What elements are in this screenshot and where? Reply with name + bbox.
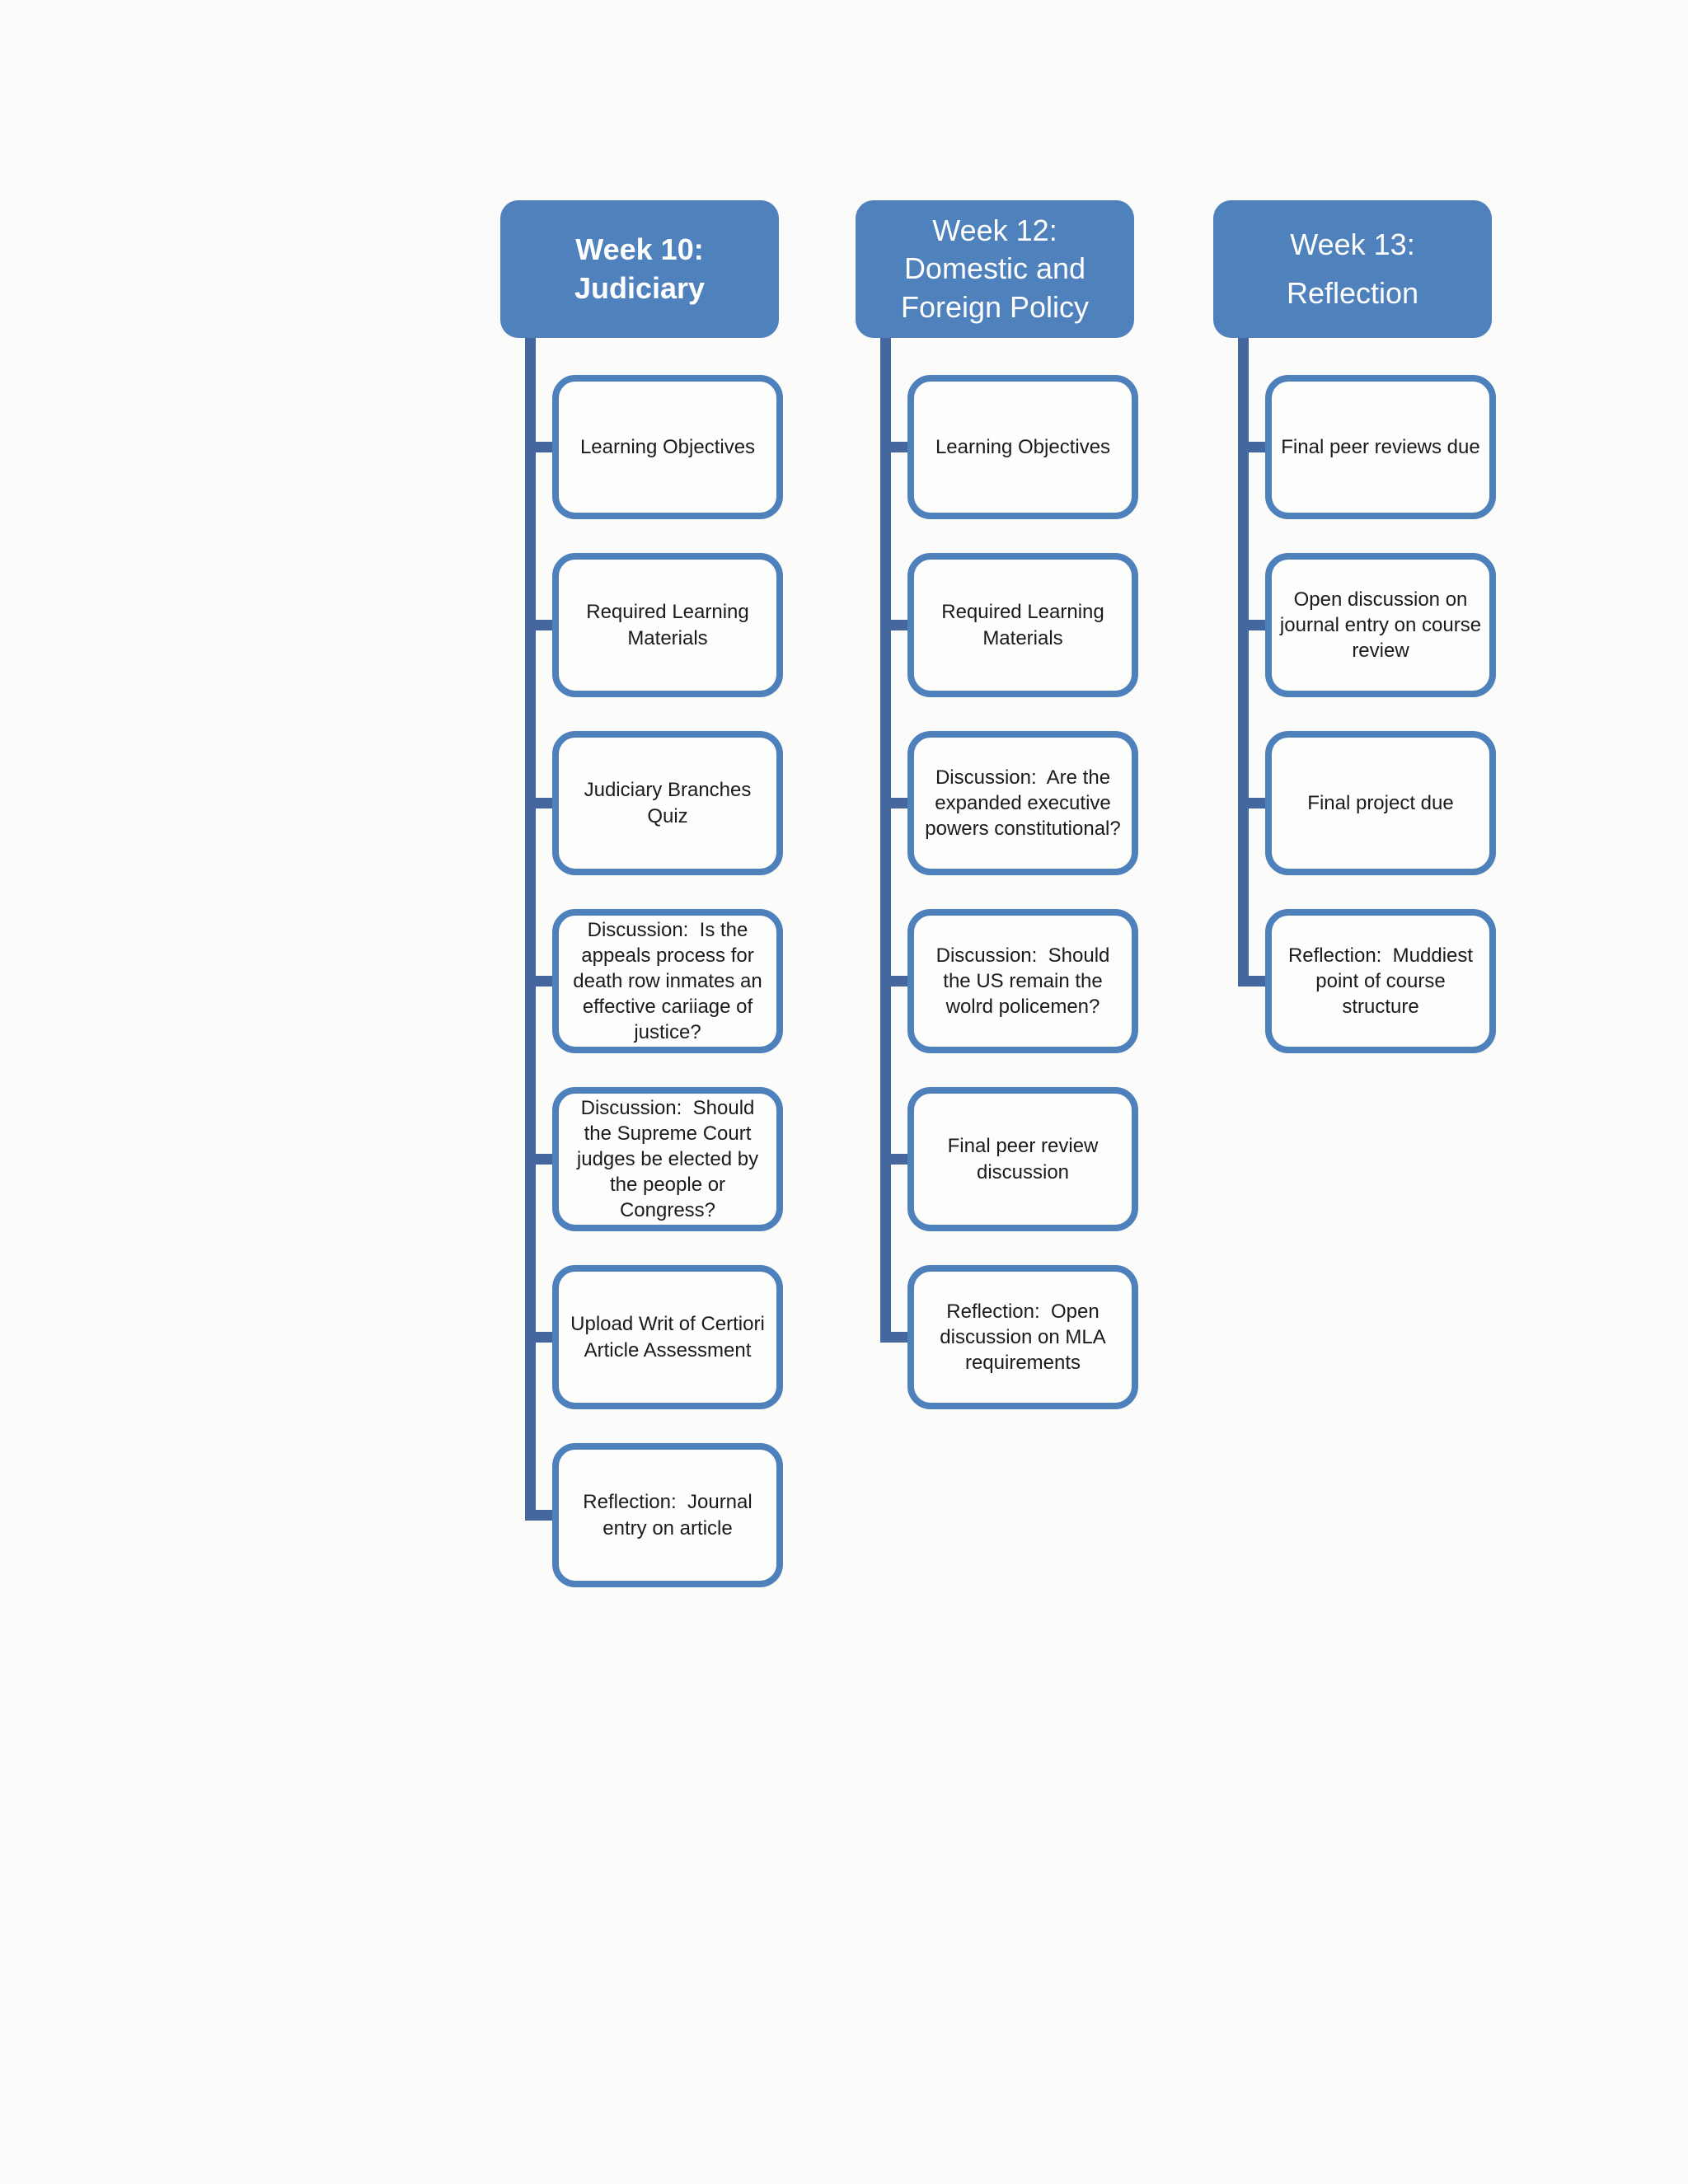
week-column-10: Week 10: Judiciary Learning Objectives R…: [500, 200, 783, 1849]
week-column-12: Week 12: Domestic and Foreign Policy Lea…: [856, 200, 1138, 1849]
item-box: Open discussion on journal entry on cour…: [1265, 553, 1496, 697]
week-column-13: Week 13: Reflection Final peer reviews d…: [1213, 200, 1496, 1849]
connector-trunk: [880, 338, 891, 1343]
item-box: Learning Objectives: [552, 375, 783, 519]
week-10-header: Week 10: Judiciary: [500, 200, 779, 338]
connector-trunk: [1238, 338, 1249, 987]
item-box: Final project due: [1265, 731, 1496, 875]
item-box: Final peer review discussion: [907, 1087, 1138, 1231]
item-box: Reflection: Open discussion on MLA requi…: [907, 1265, 1138, 1409]
item-box: Reflection: Journal entry on article: [552, 1443, 783, 1587]
item-box: Required Learning Materials: [552, 553, 783, 697]
week-13-header: Week 13: Reflection: [1213, 200, 1492, 338]
connector-trunk: [525, 338, 536, 1521]
item-box: Discussion: Should the US remain the wol…: [907, 909, 1138, 1053]
item-box: Final peer reviews due: [1265, 375, 1496, 519]
item-box: Judiciary Branches Quiz: [552, 731, 783, 875]
item-box: Required Learning Materials: [907, 553, 1138, 697]
item-box: Discussion: Are the expanded executive p…: [907, 731, 1138, 875]
item-box: Discussion: Should the Supreme Court jud…: [552, 1087, 783, 1231]
item-box: Learning Objectives: [907, 375, 1138, 519]
item-box: Upload Writ of Certiori Article Assessme…: [552, 1265, 783, 1409]
item-box: Discussion: Is the appeals process for d…: [552, 909, 783, 1053]
item-box: Reflection: Muddiest point of course str…: [1265, 909, 1496, 1053]
week-12-header: Week 12: Domestic and Foreign Policy: [856, 200, 1134, 338]
